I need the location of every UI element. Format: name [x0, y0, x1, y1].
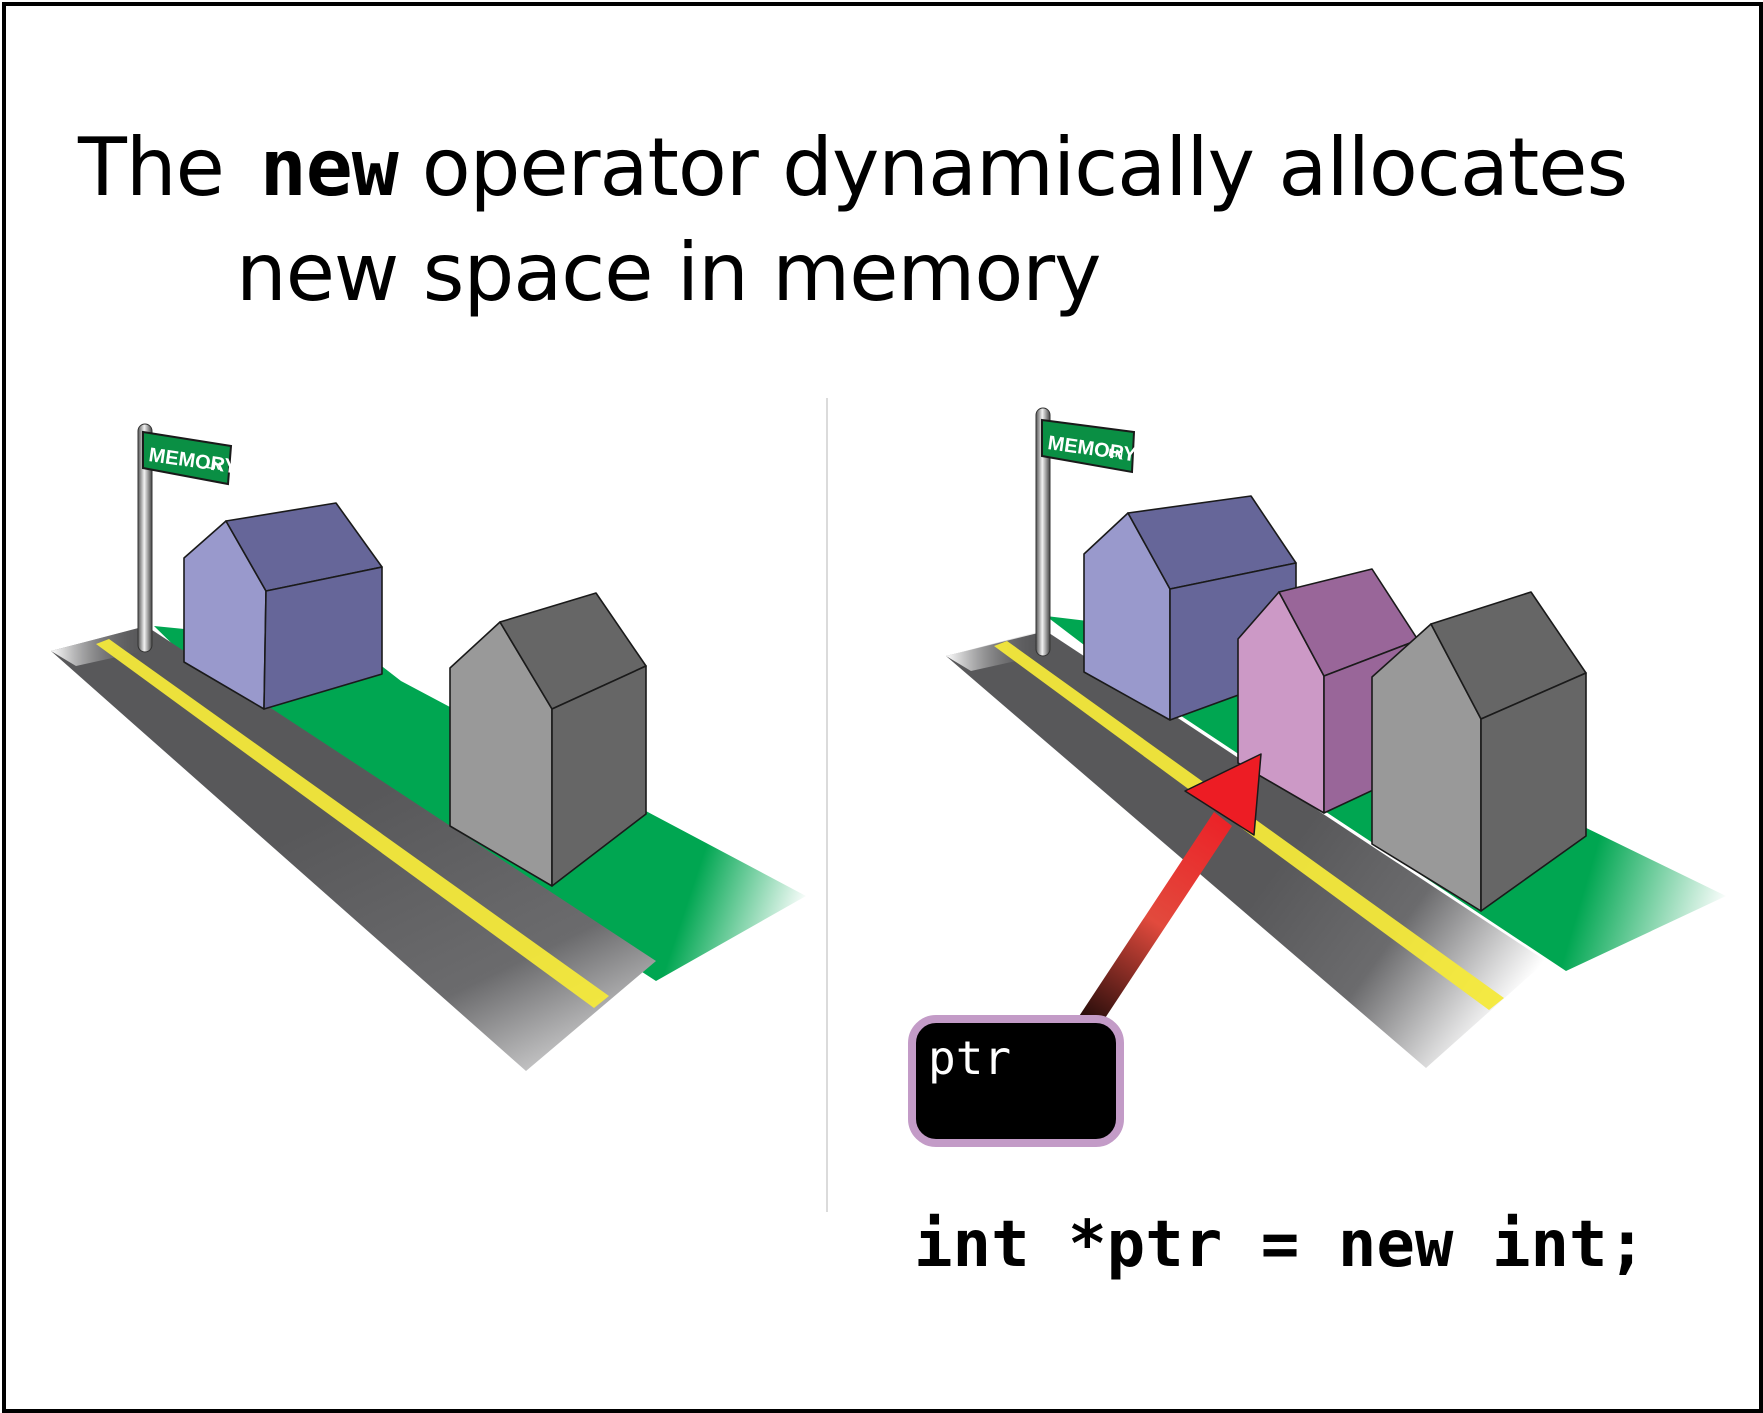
street-sign-suffix: LN — [1108, 447, 1124, 461]
house-icon — [449, 592, 647, 887]
street-sign-suffix: LN — [206, 459, 222, 473]
house-icon — [1371, 591, 1587, 912]
road — [51, 626, 656, 1071]
title-suffix: operator dynamically allocates — [421, 121, 1628, 214]
code-line: int *ptr = new int; — [914, 1208, 1647, 1282]
street-sign-icon: MEMORY LN — [137, 423, 239, 653]
left-scene: MEMORY LN — [51, 423, 806, 1071]
road-center-line — [96, 639, 609, 1008]
title-keyword: new — [259, 124, 399, 214]
arrow-icon — [1064, 753, 1262, 1053]
title-line2: new space in memory — [236, 226, 1102, 319]
title-prefix: The — [78, 121, 225, 214]
right-scene: MEMORY LN — [908, 407, 1726, 1147]
house-icon — [1083, 495, 1297, 721]
road — [946, 631, 1546, 1068]
house-icon — [183, 502, 383, 710]
pointer-label: ptr — [928, 1031, 1011, 1085]
memory-street-diagram: MEMORY LN ME — [51, 398, 1726, 1212]
pointer-variable-box: ptr — [908, 1015, 1124, 1147]
